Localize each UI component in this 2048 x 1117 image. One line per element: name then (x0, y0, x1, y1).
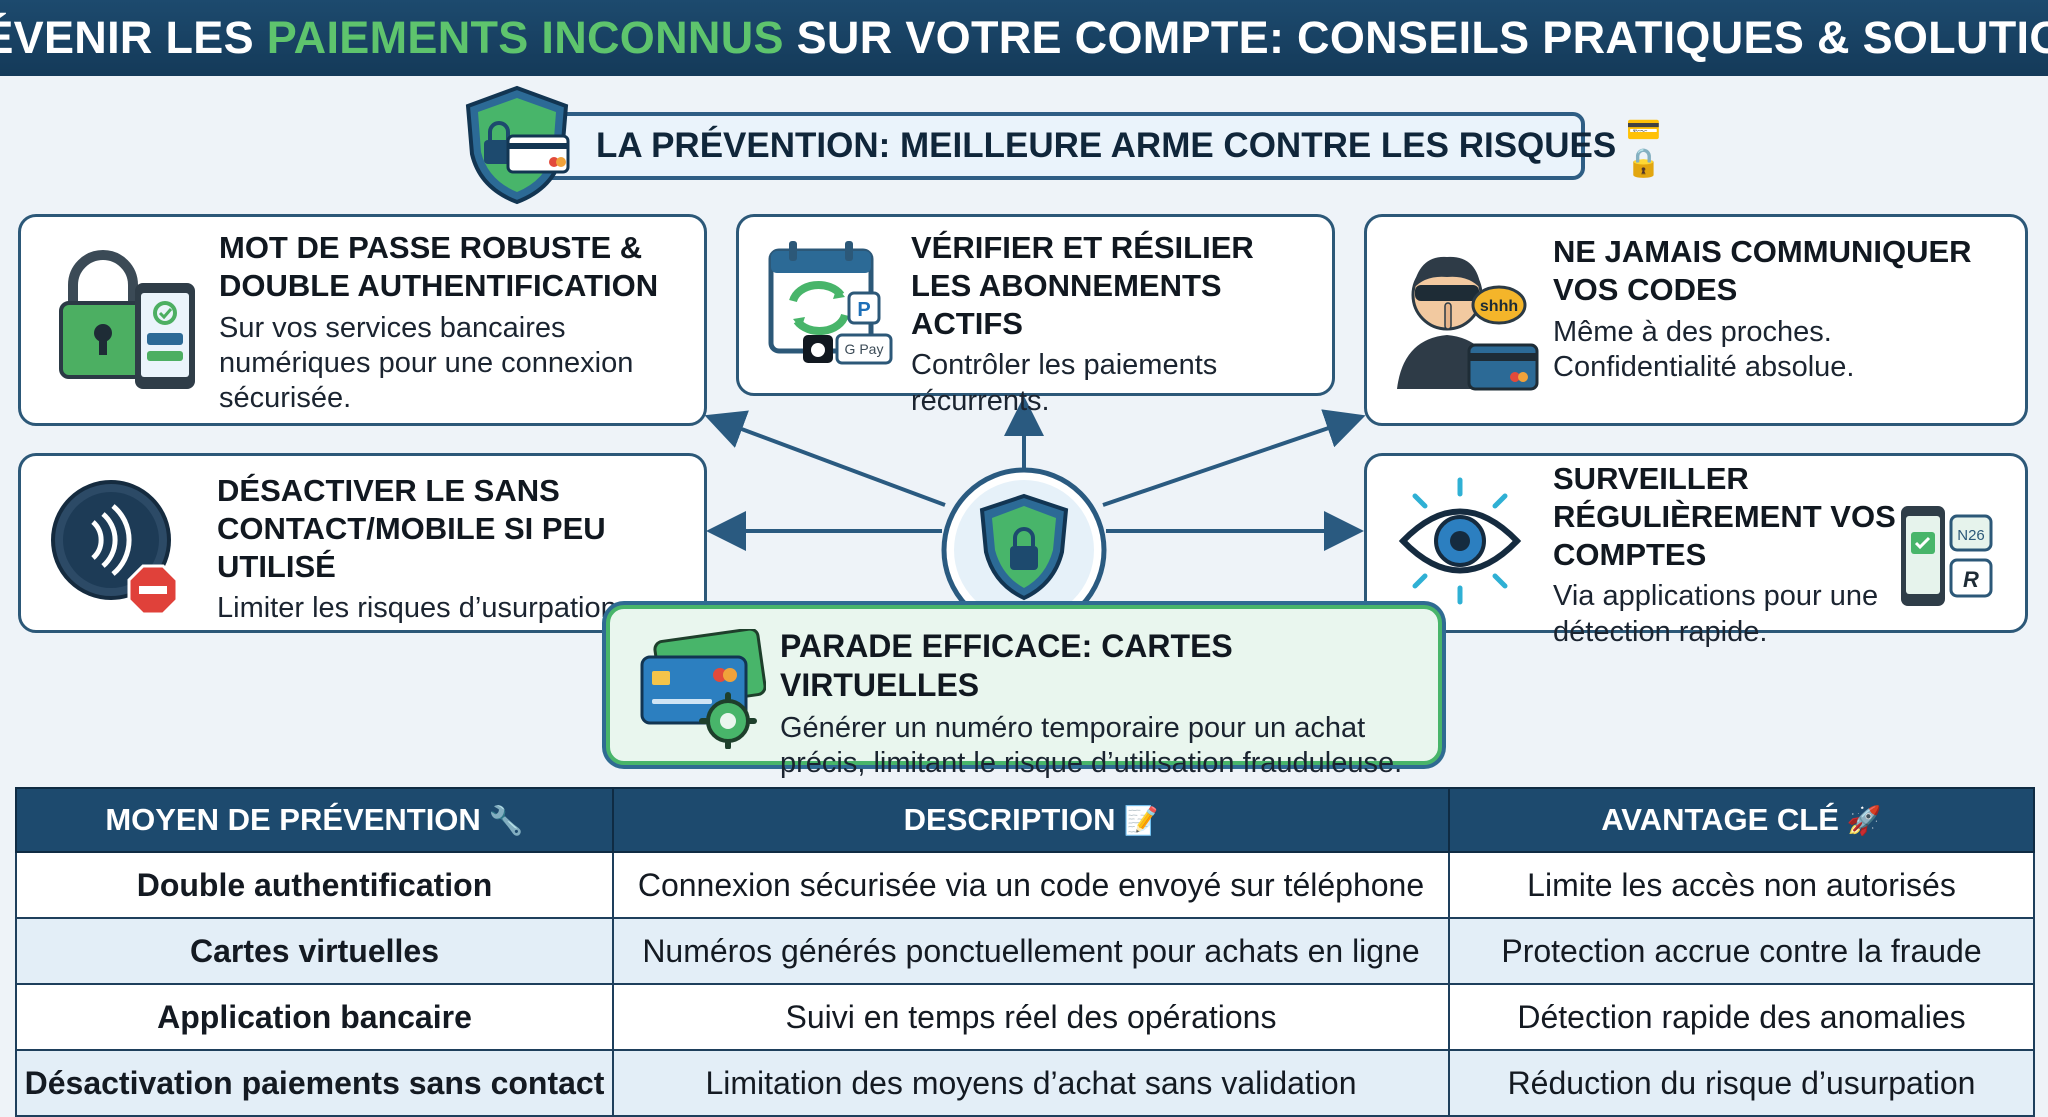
table-row: Désactivation paiements sans contact Lim… (15, 1049, 2035, 1117)
card-never-share-codes: shhh NE JAMAIS COMMUNIQUER VOS CODES Mêm… (1364, 214, 2028, 426)
virtual-card-gear-icon (640, 629, 766, 749)
card-virt-title: PARADE EFFICACE: CARTES VIRTUELLES (780, 628, 1233, 704)
table-cell: Réduction du risque d’usurpation (1448, 1049, 2035, 1117)
table-cell: Limite les accès non autorisés (1448, 851, 2035, 919)
central-shield-lock-icon (941, 467, 1107, 633)
arrow-to-mdp (704, 410, 946, 507)
padlock-phone-icon (59, 250, 195, 389)
table-cell: Protection accrue contre la fraude (1448, 917, 2035, 985)
header-description: DESCRIPTION📝 (612, 787, 1450, 853)
table-row: Double authentification Connexion sécuri… (15, 851, 2035, 919)
title-highlight: PAIEMENTS INCONNUS (266, 12, 784, 63)
table-cell: Double authentification (15, 851, 614, 919)
card-contactless: DÉSACTIVER LE SANS CONTACT/MOBILE SI PEU… (18, 453, 707, 633)
card-abo-title: VÉRIFIER ET RÉSILIER LES ABONNEMENTS ACT… (911, 230, 1254, 341)
calendar-recurring-icon: P G Pay (768, 241, 893, 365)
wrench-icon: 🔧 (488, 805, 524, 836)
hacker-shhh-icon: shhh (1397, 256, 1539, 391)
banner-text: LA PRÉVENTION: MEILLEURE ARME CONTRE LES… (596, 126, 1617, 165)
n26-app: N26 (1957, 527, 1985, 544)
shhh-bubble: shhh (1480, 298, 1518, 315)
card-sc-text: Limiter les risques d’usurpation. (217, 592, 625, 625)
card-subscriptions: P G Pay VÉRIFIER ET RÉSILIER LES ABONNEM… (736, 214, 1335, 417)
table-cell: Désactivation paiements sans contact (15, 1049, 614, 1117)
table-row: Application bancaire Suivi en temps réel… (15, 983, 2035, 1051)
memo-icon: 📝 (1123, 805, 1159, 836)
banner-emoji: 💳🔒 (1626, 114, 1662, 178)
svg-text:P: P (857, 299, 870, 321)
table-cell: Cartes virtuelles (15, 917, 614, 985)
card-monitor-accounts: N26 R SURVEILLER RÉGULIÈREMENT VOS COMPT… (1364, 453, 2028, 648)
table-header-row: MOYEN DE PRÉVENTION🔧 DESCRIPTION📝 AVANTA… (15, 787, 2035, 853)
card-codes-title: NE JAMAIS COMMUNIQUER VOS CODES (1553, 234, 1972, 307)
title-part2: SUR VOTRE COMPTE: CONSEILS PRATIQUES & S… (783, 12, 2048, 63)
table-row: Cartes virtuelles Numéros générés ponctu… (15, 917, 2035, 985)
revolut-app: R (1963, 567, 1979, 592)
card-password-2fa: MOT DE PASSE ROBUSTE & DOUBLE AUTHENTIFI… (18, 214, 707, 426)
summary-table: MOYEN DE PRÉVENTION🔧 DESCRIPTION📝 AVANTA… (15, 787, 2035, 1117)
contactless-stop-icon (51, 480, 179, 616)
banking-apps-phone-icon: N26 R (1901, 506, 1993, 606)
header-avantage: AVANTAGE CLÉ🚀 (1448, 787, 2035, 853)
card-mdp-text: Sur vos services bancaires numériques po… (219, 311, 634, 415)
page-title: PRÉVENIR LES PAIEMENTS INCONNUS SUR VOTR… (0, 12, 2048, 64)
card-virtual-cards: PARADE EFFICACE: CARTES VIRTUELLES Génér… (606, 605, 1442, 779)
card-codes-text: Même à des proches. Confidentialité abso… (1553, 315, 1855, 383)
arrow-to-codes (1102, 409, 1366, 507)
table-cell: Suivi en temps réel des opérations (612, 983, 1450, 1051)
card-mdp-title: MOT DE PASSE ROBUSTE & DOUBLE AUTHENTIFI… (219, 230, 659, 303)
table-cell: Limitation des moyens d’achat sans valid… (612, 1049, 1450, 1117)
card-surv-text: Via applications pour une détection rapi… (1553, 580, 1879, 648)
rocket-icon: 🚀 (1846, 805, 1882, 836)
eye-monitoring-icon (1398, 477, 1522, 605)
title-part1: PRÉVENIR LES (0, 12, 254, 63)
prevention-banner: LA PRÉVENTION: MEILLEURE ARME CONTRE LES… (530, 112, 1661, 180)
card-sc-title: DÉSACTIVER LE SANS CONTACT/MOBILE SI PEU… (217, 473, 606, 584)
title-bar: PRÉVENIR LES PAIEMENTS INCONNUS SUR VOTR… (0, 0, 2048, 76)
table-cell: Détection rapide des anomalies (1448, 983, 2035, 1051)
header-moyen: MOYEN DE PRÉVENTION🔧 (15, 787, 614, 853)
table-cell: Connexion sécurisée via un code envoyé s… (612, 851, 1450, 919)
shield-lock-card-icon (465, 85, 570, 205)
card-surv-title: SURVEILLER RÉGULIÈREMENT VOS COMPTES (1553, 461, 1896, 572)
card-abo-text: Contrôler les paiements récurrents. (911, 349, 1218, 417)
card-virt-text: Générer un numéro temporaire pour un ach… (780, 712, 1403, 780)
gpay-badge: G Pay (845, 341, 884, 357)
table-cell: Numéros générés ponctuellement pour acha… (612, 917, 1450, 985)
table-cell: Application bancaire (15, 983, 614, 1051)
